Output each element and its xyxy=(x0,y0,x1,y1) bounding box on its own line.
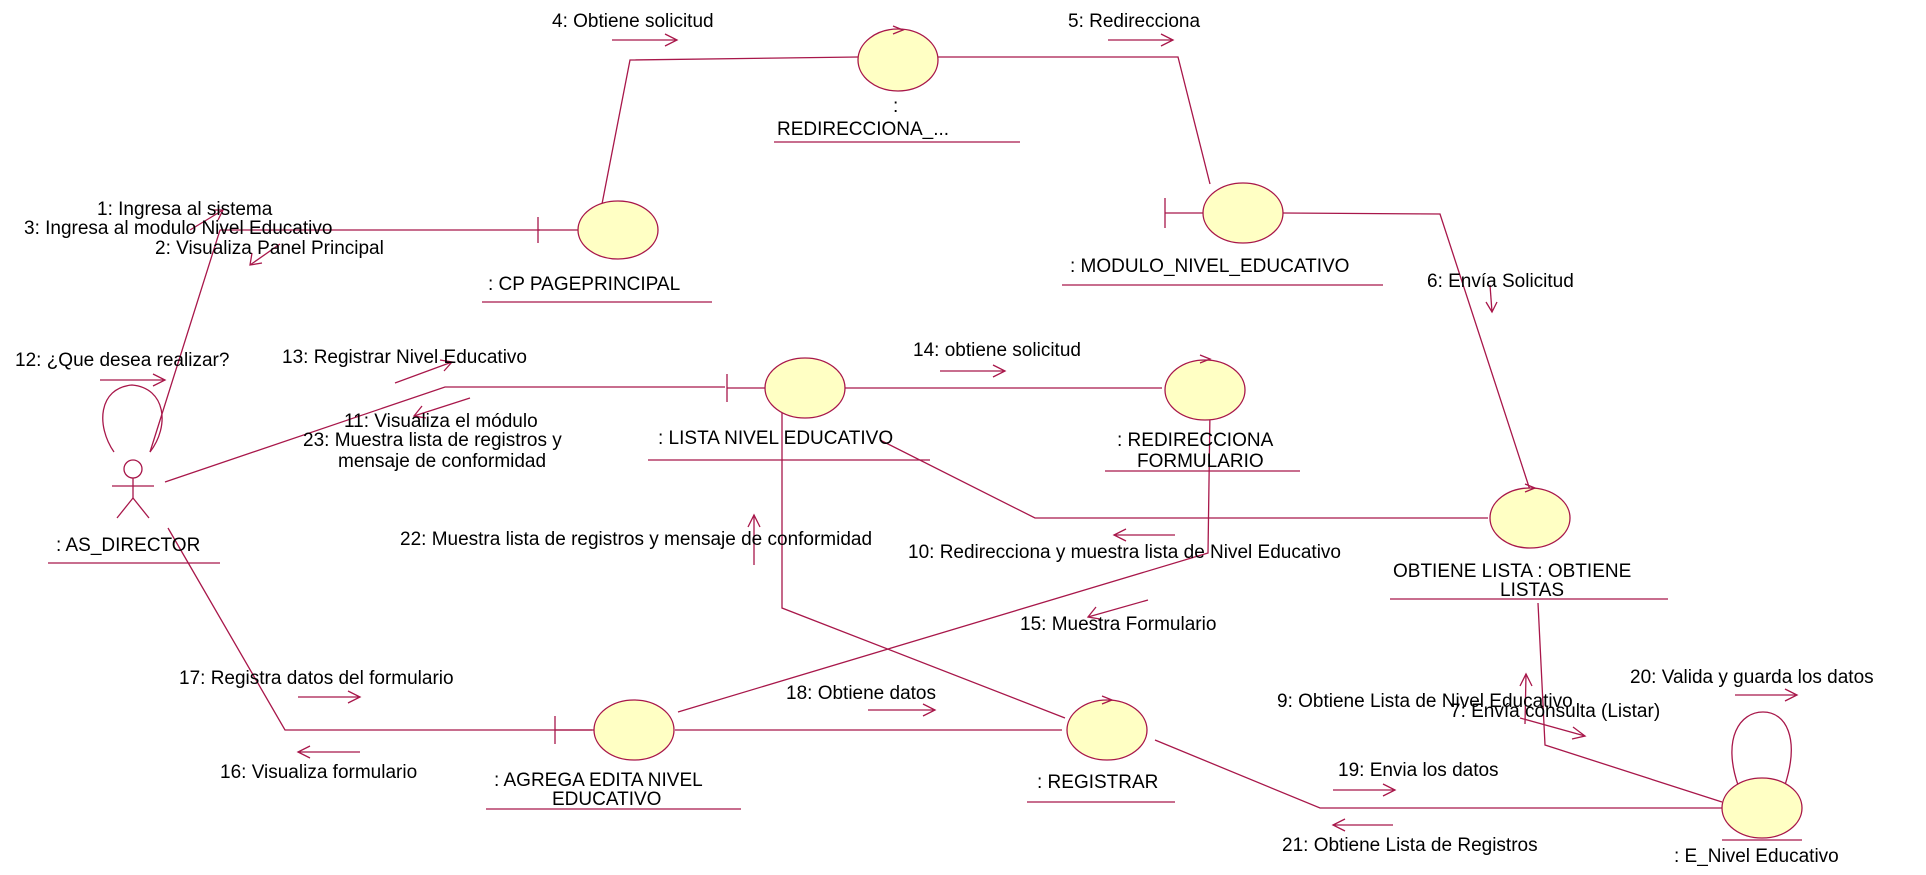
label-agrega-edita-2: EDUCATIVO xyxy=(552,789,661,810)
message-labels: 1: Ingresa al sistema 3: Ingresa al modu… xyxy=(15,11,1874,856)
message-3: 3: Ingresa al modulo Nivel Educativo xyxy=(24,218,332,239)
message-4: 4: Obtiene solicitud xyxy=(552,11,714,32)
label-cp-pageprincipal: : CP PAGEPRINCIPAL xyxy=(488,274,680,295)
message-19: 19: Envia los datos xyxy=(1338,760,1499,781)
arrow-14 xyxy=(940,364,1007,378)
arrow-12 xyxy=(100,373,167,387)
boundary-modulo-nivel-educativo xyxy=(1164,182,1284,244)
label-lista-nivel-educativo: : LISTA NIVEL EDUCATIVO xyxy=(658,428,893,449)
message-10: 10: Redirecciona y muestra lista de Nive… xyxy=(908,542,1341,563)
message-9: 9: Obtiene Lista de Nivel Educativo xyxy=(1277,691,1573,712)
message-23-line1: 23: Muestra lista de registros y xyxy=(303,430,562,451)
arrow-10 xyxy=(1112,528,1175,542)
message-1: 1: Ingresa al sistema xyxy=(97,199,273,220)
arrow-19 xyxy=(1333,783,1397,797)
label-obtiene-listas-2: LISTAS xyxy=(1500,580,1564,601)
message-5: 5: Redirecciona xyxy=(1068,11,1200,32)
link-actor-agrega xyxy=(167,527,592,731)
label-actor: : AS_DIRECTOR xyxy=(56,535,200,556)
link-modulo-obtiene xyxy=(1282,212,1531,491)
arrow-16 xyxy=(296,745,360,759)
message-20: 20: Valida y guarda los datos xyxy=(1630,667,1874,688)
label-redirecciona-formulario-1: : REDIRECCIONA xyxy=(1117,430,1274,451)
control-redirecciona-formulario xyxy=(1164,354,1246,421)
message-6: 6: Envía Solicitud xyxy=(1427,271,1574,292)
link-redirecciona-modulo xyxy=(938,56,1211,185)
message-17: 17: Registra datos del formulario xyxy=(179,668,454,689)
message-18: 18: Obtiene datos xyxy=(786,683,936,704)
arrow-11 xyxy=(412,397,471,419)
link-actor-self xyxy=(102,384,163,453)
arrow-4 xyxy=(612,33,679,47)
message-15: 15: Muestra Formulario xyxy=(1020,614,1216,635)
control-redirecciona-top xyxy=(857,25,939,92)
link-obtiene-entity xyxy=(1537,602,1723,803)
message-2: 2: Visualiza Panel Principal xyxy=(155,238,384,259)
label-obtiene-listas-1: OBTIENE LISTA : OBTIENE xyxy=(1393,561,1631,582)
links xyxy=(102,56,1792,809)
control-obtiene-listas xyxy=(1489,483,1571,549)
label-e-nivel-educativo: : E_Nivel Educativo xyxy=(1674,846,1839,867)
message-7: 7: Envía consulta (Listar) xyxy=(1450,701,1660,722)
arrow-9 xyxy=(1519,672,1533,725)
message-13: 13: Registrar Nivel Educativo xyxy=(282,347,527,368)
control-registrar xyxy=(1066,695,1148,761)
label-redirecciona-top: REDIRECCIONA_... xyxy=(777,119,949,140)
link-entity-self xyxy=(1731,711,1792,786)
arrow-22 xyxy=(747,513,761,565)
message-arrows xyxy=(100,33,1799,832)
arrow-2 xyxy=(249,243,281,266)
arrow-6 xyxy=(1485,284,1498,314)
link-actor-cp xyxy=(149,229,540,453)
message-12: 12: ¿Que desea realizar? xyxy=(15,350,229,371)
arrow-17 xyxy=(298,690,362,704)
label-redirecciona-formulario-2: FORMULARIO xyxy=(1137,451,1264,472)
arrow-20 xyxy=(1735,688,1799,702)
boundary-cp-pageprincipal xyxy=(537,200,659,260)
link-cp-redirecciona xyxy=(601,56,859,205)
object-labels: : AS_DIRECTOR : CP PAGEPRINCIPAL : REDIR… xyxy=(48,96,1839,867)
link-lista-registrar xyxy=(781,410,1066,719)
entity-e-nivel-educativo xyxy=(1721,777,1803,841)
arrow-15 xyxy=(1086,599,1149,620)
boundary-agrega-edita xyxy=(554,699,675,761)
message-16: 16: Visualiza formulario xyxy=(220,762,417,783)
boundary-lista-nivel-educativo xyxy=(726,357,846,419)
arrow-5 xyxy=(1108,33,1175,47)
message-23-line2: mensaje de conformidad xyxy=(338,451,546,472)
arrow-13 xyxy=(394,359,454,384)
arrow-7 xyxy=(1519,717,1587,740)
link-obtiene-lista xyxy=(879,439,1488,519)
message-14: 14: obtiene solicitud xyxy=(913,340,1081,361)
label-agrega-edita-1: : AGREGA EDITA NIVEL xyxy=(494,770,703,791)
message-22: 22: Muestra lista de registros y mensaje… xyxy=(400,529,872,550)
link-redform-agrega xyxy=(677,410,1211,713)
label-registrar: : REGISTRAR xyxy=(1037,772,1158,793)
link-registrar-entity xyxy=(1154,739,1722,809)
arrow-1 xyxy=(189,209,225,231)
arrow-21 xyxy=(1331,818,1393,832)
link-actor-lista xyxy=(164,386,725,483)
actor-as-director xyxy=(112,459,154,519)
message-11: 11: Visualiza el módulo xyxy=(344,411,538,432)
label-redirecciona-top-colon: : xyxy=(893,96,898,117)
label-modulo-nivel-educativo: : MODULO_NIVEL_EDUCATIVO xyxy=(1070,256,1349,277)
arrow-18 xyxy=(868,703,937,717)
message-21: 21: Obtiene Lista de Registros xyxy=(1282,835,1538,856)
